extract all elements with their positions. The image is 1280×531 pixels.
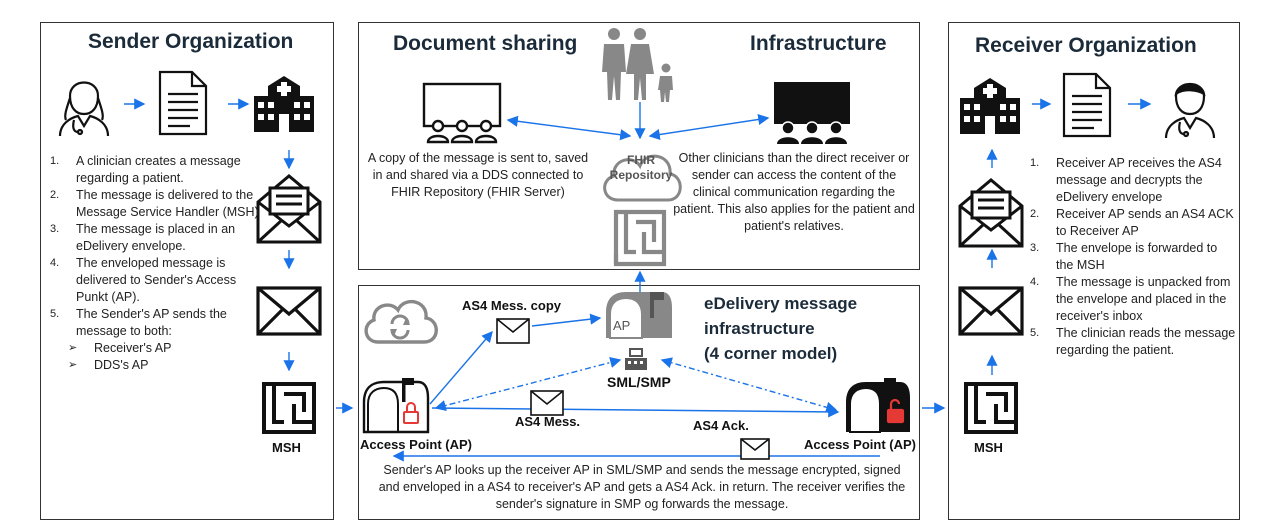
sender-target-receiver-ap: ➢Receiver's AP bbox=[68, 341, 172, 355]
envelope-icon bbox=[256, 286, 322, 336]
fhir-cloud-icon bbox=[603, 154, 682, 202]
sharing-title-right: Infrastructure bbox=[750, 32, 887, 55]
sender-step: 4.The enveloped message is delivered to … bbox=[50, 256, 237, 304]
receiver-clinician-icon bbox=[1164, 82, 1216, 139]
sender-access-point-label: Access Point (AP) bbox=[360, 437, 472, 452]
as4-ack-envelope-icon bbox=[740, 438, 770, 460]
receiver-step: 5.The clinician reads the message regard… bbox=[1030, 326, 1236, 357]
receiver-msh-maze-icon bbox=[964, 382, 1018, 434]
edelivery-title-line3: (4 corner model) bbox=[704, 344, 838, 363]
sender-access-point-mailbox-icon bbox=[362, 378, 430, 434]
family-icon bbox=[602, 28, 673, 102]
as4-copy-label: AS4 Mess. copy bbox=[462, 298, 561, 313]
receiver-envelope-icon bbox=[958, 286, 1024, 336]
sender-steps: 1.A clinician creates a message regardin… bbox=[50, 153, 262, 374]
receiver-msh-label: MSH bbox=[974, 440, 1003, 455]
as4-ack-label: AS4 Ack. bbox=[693, 418, 749, 433]
edelivery-bottom-text: Sender's AP looks up the receiver AP in … bbox=[378, 463, 906, 511]
receiver-access-point-label: Access Point (AP) bbox=[804, 437, 916, 452]
document-icon bbox=[158, 70, 208, 136]
msh-maze-icon bbox=[262, 382, 316, 434]
receiver-title: Receiver Organization bbox=[975, 34, 1197, 57]
open-envelope-icon bbox=[256, 174, 322, 244]
receiver-open-envelope-icon bbox=[958, 178, 1024, 248]
receiver-steps: 1.Receiver AP receives the AS4 message a… bbox=[1030, 155, 1236, 359]
sender-msh-label: MSH bbox=[272, 440, 301, 455]
dds-access-point-mailbox-icon bbox=[606, 292, 672, 339]
fhir-repository-label: FHIR Repository bbox=[609, 153, 673, 182]
receiver-step: 3.The envelope is forwarded to the MSH bbox=[1030, 241, 1218, 272]
dds-ap-badge: AP bbox=[613, 318, 631, 333]
receiver-access-point-mailbox-icon bbox=[846, 378, 910, 433]
sender-step: 5.The Sender's AP sends the message to b… bbox=[50, 307, 227, 338]
receiver-step: 4.The message is unpacked from the envel… bbox=[1030, 275, 1231, 323]
edelivery-title-line1: eDelivery message bbox=[704, 294, 858, 313]
receiver-step: 2.Receiver AP sends an AS4 ACK to Receiv… bbox=[1030, 207, 1234, 238]
sml-smp-register-icon bbox=[625, 348, 647, 370]
sender-step: 3.The message is placed in an eDelivery … bbox=[50, 222, 236, 253]
filled-screen-group-icon bbox=[774, 82, 850, 144]
cloud-sync-icon bbox=[364, 299, 438, 344]
as4-message-label: AS4 Mess. bbox=[515, 414, 581, 429]
sml-smp-label: SML/SMP bbox=[607, 374, 671, 390]
sharing-title-left: Document sharing bbox=[393, 32, 578, 55]
sharing-right-text: Other clinicians than the direct receive… bbox=[673, 151, 915, 233]
sharing-left-text: A copy of the message is sent to, saved … bbox=[367, 151, 589, 199]
sender-title: Sender Organization bbox=[88, 30, 294, 53]
as4-copy-envelope-icon bbox=[496, 318, 530, 344]
receiver-document-icon bbox=[1062, 72, 1112, 138]
sender-target-dds-ap: ➢DDS's AP bbox=[68, 358, 149, 372]
as4-message-envelope-icon bbox=[530, 390, 564, 416]
outline-screen-group-icon bbox=[422, 82, 502, 144]
fhir-maze-icon bbox=[613, 209, 667, 267]
hospital-icon bbox=[254, 76, 314, 132]
sender-step: 1.A clinician creates a message regardin… bbox=[50, 154, 241, 185]
receiver-step: 1.Receiver AP receives the AS4 message a… bbox=[1030, 156, 1222, 204]
sender-step: 2.The message is delivered to the Messag… bbox=[50, 188, 259, 219]
edelivery-title-line2: infrastructure bbox=[704, 319, 815, 338]
receiver-hospital-icon bbox=[960, 78, 1020, 134]
clinician-icon bbox=[58, 81, 110, 137]
